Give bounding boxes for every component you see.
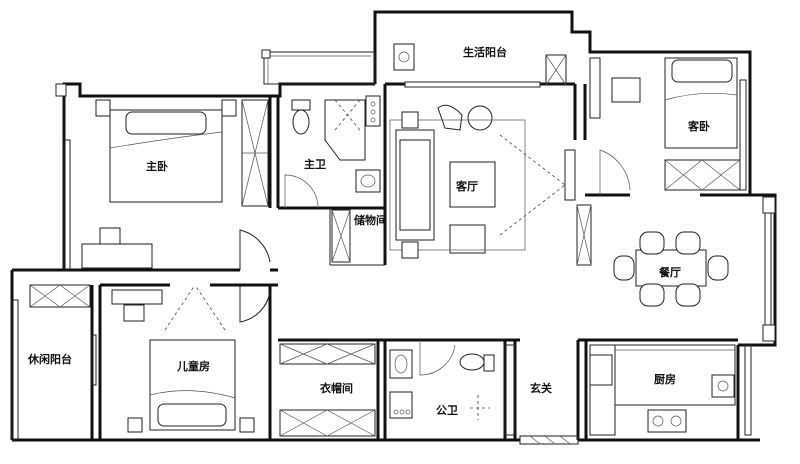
label-balcony-living: 生活阳台 [463,45,507,59]
label-master-bedroom: 主卧 [146,159,168,173]
guide-lines [164,99,566,331]
label-kids-room: 儿童房 [176,359,210,373]
wardrobes [29,54,741,437]
label-master-bath: 主卫 [304,157,326,171]
label-cloakroom: 衣帽间 [320,381,353,395]
beds [95,57,738,433]
balcony-rails-top [261,49,376,85]
label-kitchen: 厨房 [654,372,676,386]
label-storage: 储物间 [354,213,387,227]
label-living-room: 客厅 [455,179,478,193]
fixtures [291,43,736,436]
windows [11,79,776,441]
label-guest-bedroom: 客卧 [687,119,710,133]
label-leisure-balcony: 休闲阳台 [27,352,72,366]
label-dining-room: 餐厅 [658,265,681,279]
furniture [81,57,729,322]
label-public-bath: 公卫 [436,404,458,417]
room-labels: 生活阳台 主卧 主卫 储物间 客厅 客卧 餐厅 休闲阳台 儿童房 衣帽间 公卫 … [27,45,710,417]
label-entrance: 玄关 [530,381,552,395]
doors [91,81,631,445]
